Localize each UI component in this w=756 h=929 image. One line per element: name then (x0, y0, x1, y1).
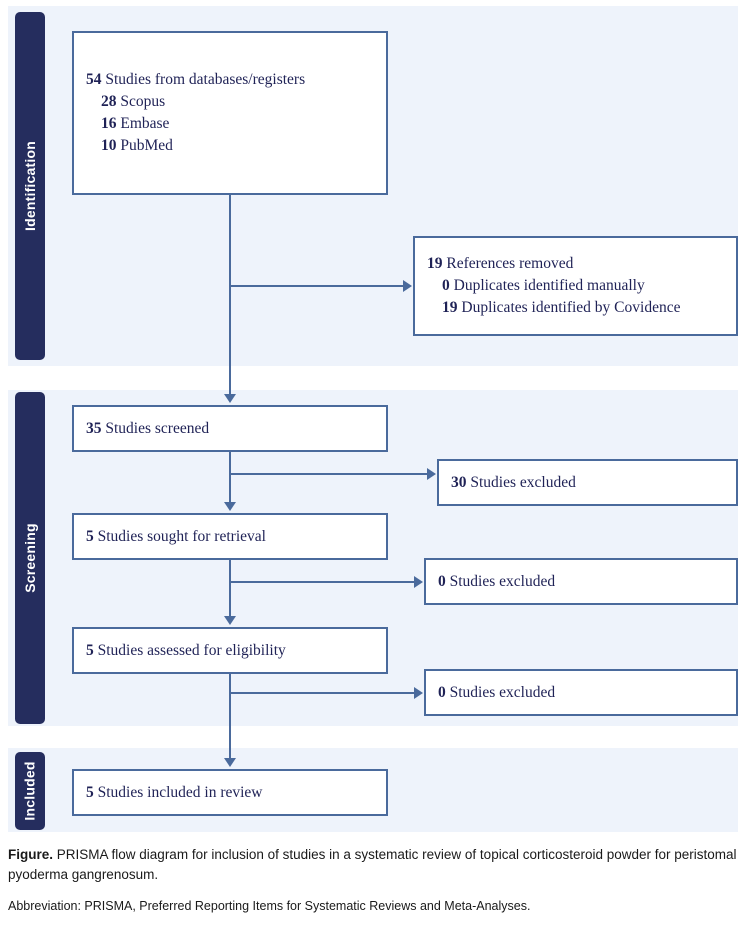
records-scopus-count: 28 (101, 93, 117, 110)
figure-caption-lead: Figure. (8, 847, 54, 862)
arrowhead-right-to-removed (403, 280, 412, 292)
connector-records-to-screened (229, 195, 231, 398)
flow-box-studies-excluded-1: 30 Studies excluded (437, 459, 738, 506)
records-total-label: Studies from databases/registers (105, 71, 306, 88)
records-line-total: 54 Studies from databases/registers (74, 69, 386, 91)
stage-label-included-text: Included (22, 761, 39, 821)
flow-box-studies-sought-for-retrieval: 5 Studies sought for retrieval (72, 513, 388, 560)
excluded-2-line: 0 Studies excluded (426, 571, 736, 593)
stage-label-identification-text: Identification (22, 141, 39, 231)
records-total-count: 54 (86, 71, 102, 88)
arrowhead-down-to-assessed (224, 616, 236, 625)
screened-label: Studies screened (105, 419, 210, 437)
removed-line-total: 19 References removed (415, 253, 736, 275)
sought-line: 5 Studies sought for retrieval (74, 526, 386, 548)
figure-caption-body: PRISMA flow diagram for inclusion of stu… (8, 847, 737, 883)
excluded-3-line: 0 Studies excluded (426, 682, 736, 704)
removed-covidence-count: 19 (442, 299, 458, 316)
removed-manual-label: Duplicates identified manually (453, 277, 645, 294)
records-line-scopus: 28 Scopus (74, 91, 386, 113)
removed-line-manual: 0 Duplicates identified manually (415, 275, 736, 297)
connector-assessed-to-included (229, 674, 231, 762)
flow-box-references-removed: 19 References removed 0 Duplicates ident… (413, 236, 738, 336)
figure-abbreviation-note: Abbreviation: PRISMA, Preferred Reportin… (8, 898, 531, 913)
records-embase-label: Embase (120, 115, 170, 132)
sought-label: Studies sought for retrieval (97, 527, 266, 545)
flow-box-records-identified: 54 Studies from databases/registers 28 S… (72, 31, 388, 195)
assessed-count: 5 (86, 641, 94, 659)
removed-covidence-label: Duplicates identified by Covidence (461, 299, 681, 316)
connector-screened-to-excluded-1 (229, 473, 429, 475)
stage-label-included: Included (15, 752, 45, 830)
flow-box-studies-excluded-3: 0 Studies excluded (424, 669, 738, 716)
connector-sought-to-excluded-2 (229, 581, 416, 583)
connector-records-to-removed (229, 285, 405, 287)
included-count: 5 (86, 783, 94, 801)
figure-caption: Figure. PRISMA flow diagram for inclusio… (8, 845, 748, 886)
stage-label-screening: Screening (15, 392, 45, 724)
records-embase-count: 16 (101, 115, 117, 132)
connector-assessed-to-excluded-3 (229, 692, 416, 694)
excluded-3-count: 0 (438, 683, 446, 701)
excluded-1-label: Studies excluded (470, 473, 576, 491)
excluded-3-label: Studies excluded (449, 683, 556, 701)
excluded-1-count: 30 (451, 473, 467, 491)
excluded-1-line: 30 Studies excluded (439, 472, 736, 494)
connector-screened-to-sought (229, 452, 231, 506)
removed-total-count: 19 (427, 255, 443, 272)
included-label: Studies included in review (97, 783, 263, 801)
records-scopus-label: Scopus (120, 93, 166, 110)
flow-box-studies-screened: 35 Studies screened (72, 405, 388, 452)
removed-manual-count: 0 (442, 277, 450, 294)
arrowhead-down-to-included (224, 758, 236, 767)
arrowhead-down-to-screened (224, 394, 236, 403)
stage-label-screening-text: Screening (22, 523, 38, 593)
screened-count: 35 (86, 419, 102, 437)
flow-box-studies-assessed-for-eligibility: 5 Studies assessed for eligibility (72, 627, 388, 674)
connector-sought-to-assessed (229, 560, 231, 620)
included-line: 5 Studies included in review (74, 782, 386, 804)
arrowhead-right-to-excluded-2 (414, 576, 423, 588)
removed-total-label: References removed (446, 255, 574, 272)
screened-line: 35 Studies screened (74, 418, 386, 440)
assessed-line: 5 Studies assessed for eligibility (74, 640, 386, 662)
sought-count: 5 (86, 527, 94, 545)
flow-box-studies-excluded-2: 0 Studies excluded (424, 558, 738, 605)
excluded-2-count: 0 (438, 572, 446, 590)
flow-box-studies-included-in-review: 5 Studies included in review (72, 769, 388, 816)
arrowhead-down-to-sought (224, 502, 236, 511)
stage-label-identification: Identification (15, 12, 45, 360)
records-pubmed-count: 10 (101, 137, 117, 154)
arrowhead-right-to-excluded-1 (427, 468, 436, 480)
records-line-embase: 16 Embase (74, 113, 386, 135)
records-pubmed-label: PubMed (120, 137, 173, 154)
removed-line-covidence: 19 Duplicates identified by Covidence (415, 297, 736, 319)
arrowhead-right-to-excluded-3 (414, 687, 423, 699)
assessed-label: Studies assessed for eligibility (97, 641, 286, 659)
figure-caption-area: Figure. PRISMA flow diagram for inclusio… (8, 845, 748, 915)
excluded-2-label: Studies excluded (449, 572, 556, 590)
records-line-pubmed: 10 PubMed (74, 135, 386, 157)
